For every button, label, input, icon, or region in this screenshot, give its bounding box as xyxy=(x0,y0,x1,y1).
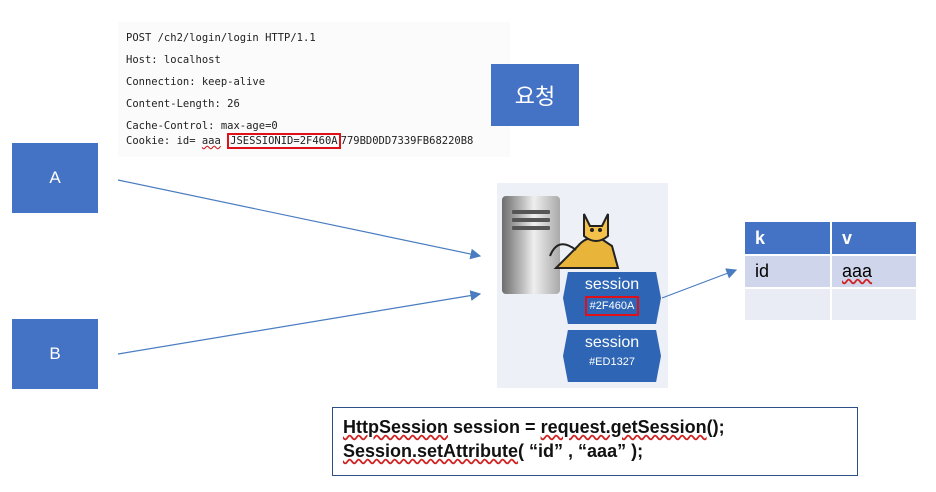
arrow-a-to-server xyxy=(117,179,482,260)
table-row: id aaa xyxy=(745,255,918,289)
cell-key: id xyxy=(745,255,832,289)
session-id-highlighted: #2F460A xyxy=(584,296,640,316)
table-header-row: k v xyxy=(745,222,918,256)
code-call-end: (); xyxy=(706,417,725,437)
client-b: B xyxy=(12,319,98,389)
cookie-prefix: Cookie: id= xyxy=(126,135,202,147)
tomcat-cat-icon xyxy=(549,213,620,269)
session-ed1327: session #ED1327 xyxy=(563,330,661,382)
header-v: v xyxy=(831,222,918,256)
cell-key xyxy=(745,288,832,322)
server-tower-icon xyxy=(502,196,560,294)
request-cache-control-header: Cache-Control: max-age=0 xyxy=(126,120,278,132)
arrow-session-to-table xyxy=(661,268,738,299)
client-a: A xyxy=(12,143,98,213)
code-setattribute: Session.setAttribute xyxy=(343,441,519,461)
request-connection-header: Connection: keep-alive xyxy=(126,76,266,88)
session-title: session xyxy=(584,334,640,351)
request-line: POST /ch2/login/login HTTP/1.1 xyxy=(126,32,316,44)
request-host-header: Host: localhost xyxy=(126,54,221,66)
cell-value: aaa xyxy=(831,255,918,289)
request-label: 요청 xyxy=(491,64,579,126)
http-request-panel: POST /ch2/login/login HTTP/1.1 Host: loc… xyxy=(118,22,579,157)
session-attribute-table: k v id aaa xyxy=(745,222,918,322)
cookie-id-value: aaa xyxy=(201,135,221,147)
jsessionid-highlight: JSESSIONID=2F460A xyxy=(227,133,341,149)
session-title: session xyxy=(584,276,640,293)
session-2f460a: session #2F460A xyxy=(563,272,661,324)
header-k: k xyxy=(745,222,832,256)
code-snippet: HttpSession session = request.getSession… xyxy=(332,407,858,476)
code-getsession: request.getSession xyxy=(540,417,707,437)
arrow-b-to-server xyxy=(117,290,482,355)
cell-value xyxy=(831,288,918,322)
session-id: #ED1327 xyxy=(589,356,635,368)
table-row xyxy=(745,288,918,322)
code-session-assign: session = xyxy=(448,417,541,437)
jsessionid-rest: 779BD0DD7339FB68220B8 xyxy=(340,135,474,147)
request-content-length-header: Content-Length: 26 xyxy=(126,98,240,110)
code-httpsession: HttpSession xyxy=(343,417,449,437)
code-args: ( “id” , “aaa” ); xyxy=(518,441,644,461)
